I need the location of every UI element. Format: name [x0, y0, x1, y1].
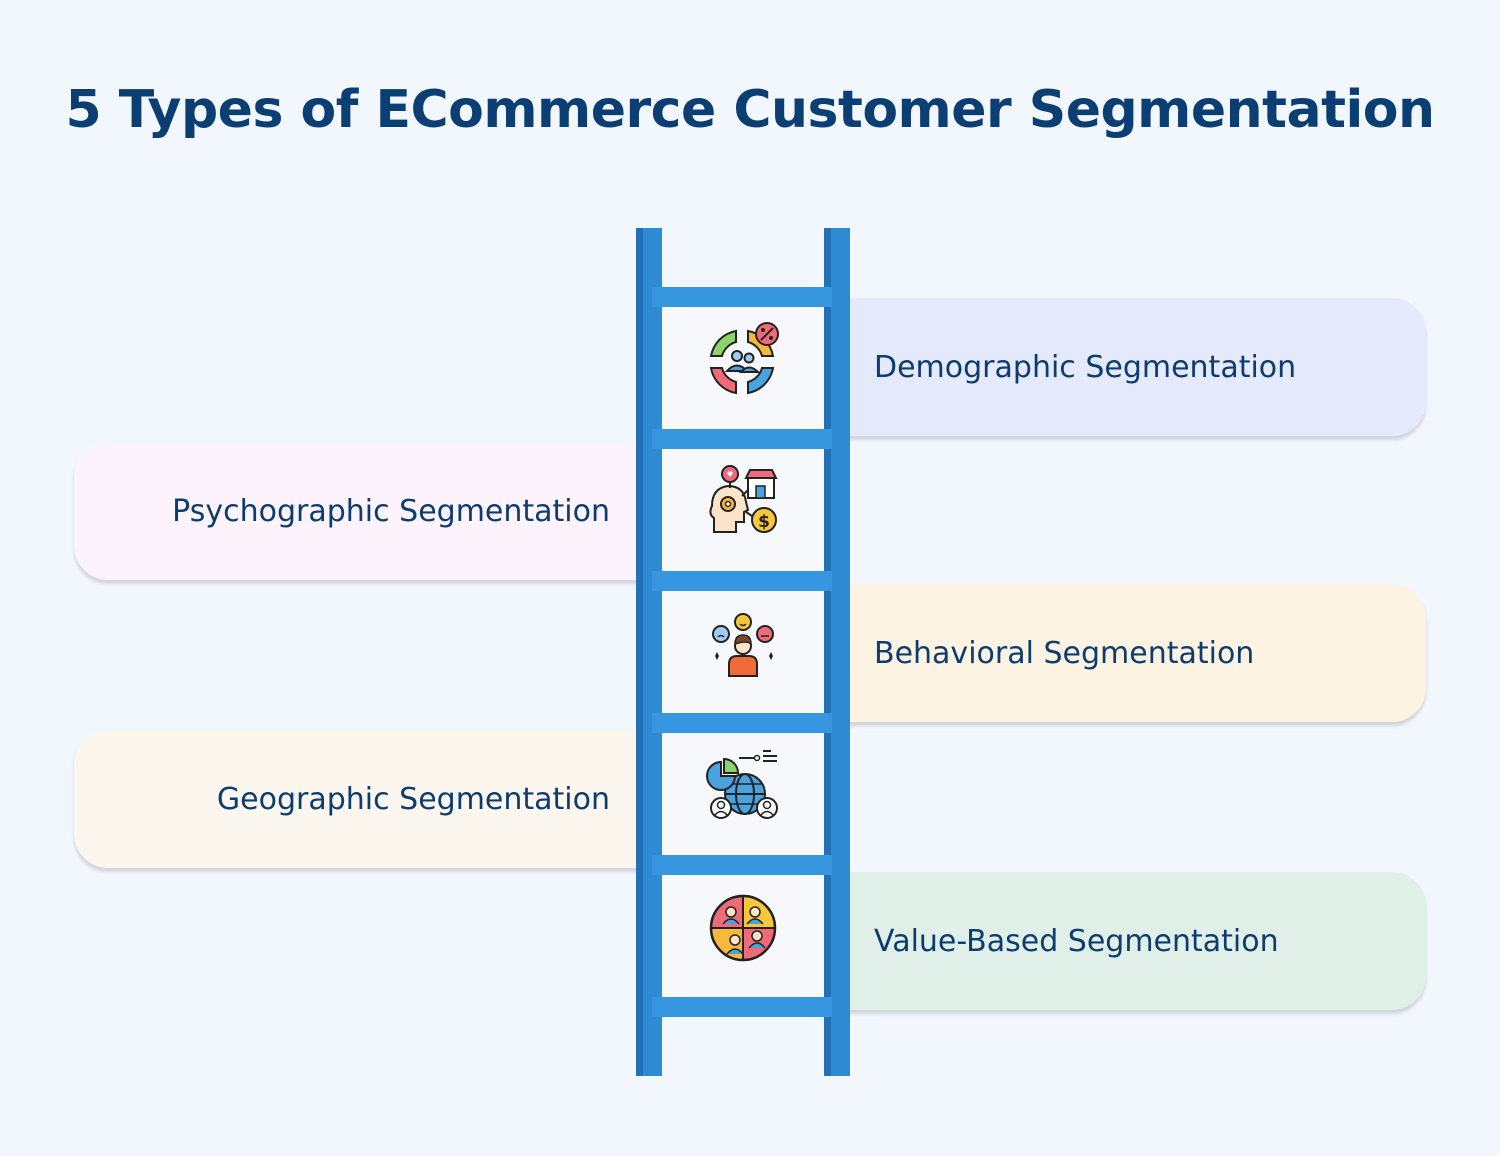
globe-users-chart-icon — [706, 750, 778, 819]
card-psychographic: Psychographic Segmentation — [74, 442, 654, 580]
person-emotions-icon — [712, 613, 774, 677]
card-demographic: Demographic Segmentation — [830, 298, 1426, 436]
card-label-demographic: Demographic Segmentation — [874, 349, 1297, 385]
card-behavioral: Behavioral Segmentation — [830, 584, 1426, 722]
svg-text:$: $ — [758, 512, 770, 532]
card-label-behavioral: Behavioral Segmentation — [874, 635, 1255, 671]
page-title: 5 Types of ECommerce Customer Segmentati… — [65, 80, 1435, 140]
ladder-rail-left-shade — [636, 228, 643, 1076]
card-label-value-based: Value-Based Segmentation — [874, 923, 1279, 959]
card-geographic: Geographic Segmentation — [74, 730, 654, 868]
ladder-rung-6 — [652, 997, 832, 1017]
card-label-geographic: Geographic Segmentation — [216, 781, 610, 817]
ladder-rung-1 — [652, 287, 832, 307]
ladder-rung-3 — [652, 571, 832, 591]
demographic-pie-users-icon — [709, 322, 779, 395]
card-label-psychographic: Psychographic Segmentation — [172, 493, 610, 529]
customer-pie-circle-icon — [709, 894, 777, 962]
ladder-rail-right-shade — [824, 228, 831, 1076]
card-value-based: Value-Based Segmentation — [830, 872, 1426, 1010]
ladder-rung-4 — [652, 713, 832, 733]
mind-shop-money-icon: $ — [709, 465, 778, 533]
ladder-rung-5 — [652, 855, 832, 875]
ladder-rung-2 — [652, 429, 832, 449]
ladder-rungs — [652, 287, 832, 1017]
